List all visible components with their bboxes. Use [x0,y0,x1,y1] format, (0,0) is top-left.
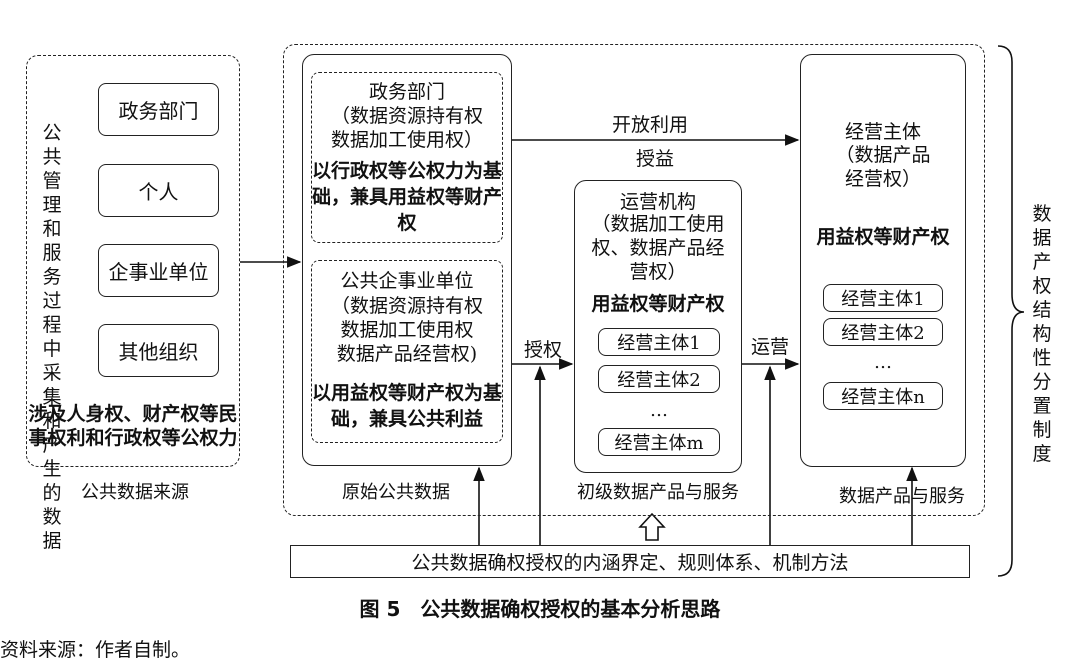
processing-container [283,44,985,516]
business-rights: （数据产品 经营权） [835,144,931,190]
source-item-person: 个人 [98,164,219,217]
enterprise-subbox [311,260,503,443]
source-note: 资料来源：作者自制。 [0,639,191,661]
source-item-other: 其他组织 [98,324,219,377]
label-authorize: 授权 [523,338,562,361]
gov-subbox [311,72,503,243]
business-caption: 数据产品与服务 [839,486,965,507]
operator-entity-1: 经营主体1 [598,328,720,356]
operator-entity-ellipsis: … [650,399,668,421]
business-basis: 用益权等财产权 [816,225,950,248]
operator-entity-2: 经营主体2 [598,365,720,393]
gov-title: 政务部门 [368,80,445,103]
operator-basis: 用益权等财产权 [591,292,725,315]
enterprise-basis: 以用益权等财产权为基础，兼具公共利益 [311,382,502,430]
sources-rights-text: 涉及人身权、财产权等民事权利和行政权等公权力 [28,403,238,449]
business-entity-1: 经营主体1 [823,284,943,312]
source-item-enterprise: 企事业单位 [98,244,219,297]
base-box: 公共数据确权授权的内涵界定、规则体系、机制方法 [290,545,970,578]
gov-basis: 以行政权等公权力为基础，兼具用益权等财产权 [311,160,502,234]
label-authorize-top: 授益 [635,147,674,170]
right-brace [997,45,1025,577]
label-operate: 运营 [750,335,789,358]
business-entity-2: 经营主体2 [823,318,943,346]
label-open-use: 开放利用 [611,113,688,136]
operator-caption: 初级数据产品与服务 [577,482,739,503]
operator-entity-m: 经营主体m [598,428,720,456]
operator-title: 运营机构 [619,190,696,213]
original-data-box [302,54,512,466]
sources-vertical-label: 公共管理和服务过程中采集和产生的数据 [42,122,62,552]
gov-rights: （数据资源持有权 数据加工使用权） [330,105,483,151]
original-data-caption: 原始公共数据 [342,482,450,503]
system-vertical-label: 数据产权结构性分置制度 [1032,203,1052,465]
business-title: 经营主体 [844,120,921,143]
source-item-gov: 政务部门 [98,83,219,136]
business-entity-n: 经营主体n [823,382,943,410]
operator-box [574,180,742,473]
sources-caption: 公共数据来源 [81,482,189,503]
hollow-up-arrow [638,512,666,541]
sources-panel [26,55,240,467]
business-box [800,54,966,467]
enterprise-title: 公共企事业单位 [340,269,474,292]
operator-rights: （数据加工使用权、数据产品经营权） [591,213,725,283]
figure-title: 图 5 公共数据确权授权的基本分析思路 [359,596,721,621]
enterprise-rights: （数据资源持有权 数据加工使用权 数据产品经营权) [330,295,483,365]
business-entity-ellipsis: … [874,351,892,373]
